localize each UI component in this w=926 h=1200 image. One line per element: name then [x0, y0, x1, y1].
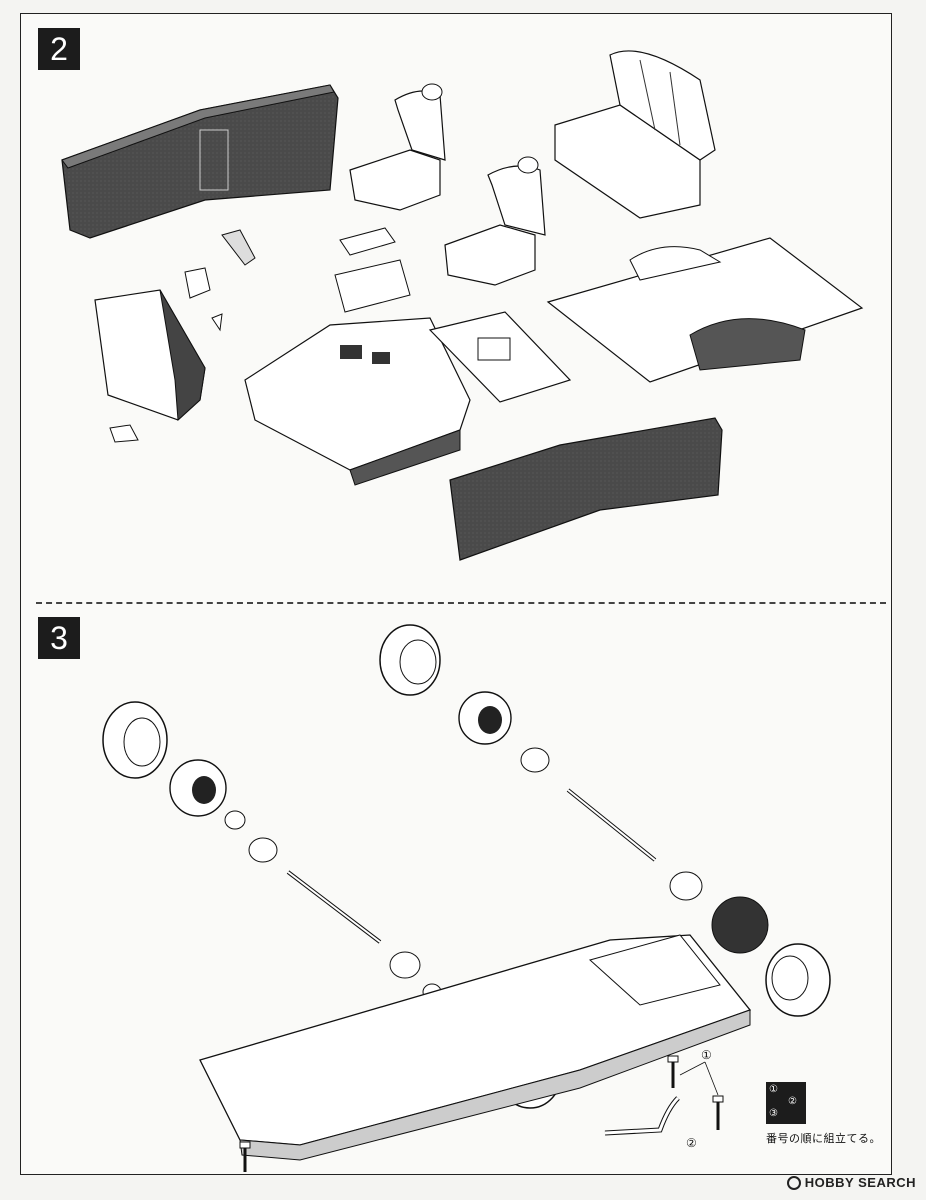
rear-floor-plate [546, 237, 864, 383]
front-axle-assembly [379, 624, 831, 1017]
screw-parts [239, 1055, 724, 1172]
chassis-floor [199, 934, 752, 1161]
front-floor-tub [244, 317, 471, 486]
front-seat-left [349, 83, 446, 211]
step-3-badge: 3 [38, 617, 80, 659]
legend-text: 番号の順に組立てる。 [766, 1133, 881, 1145]
step-2-badge: 2 [38, 28, 80, 70]
assembly-order-legend: ① ② ③ 番号の順に組立てる。 [766, 1082, 886, 1146]
small-bracket-parts [109, 227, 411, 443]
legend-number-2: ② [788, 1096, 797, 1107]
left-side-panel [61, 84, 339, 239]
step-divider [36, 602, 886, 604]
center-floor-plate [428, 311, 572, 403]
front-seat-right [444, 156, 546, 286]
assembly-order-icon: ① ② ③ [766, 1082, 806, 1124]
watermark-logo-icon [786, 1176, 801, 1190]
dashboard [94, 289, 206, 422]
rod-callout-number: ② [686, 1136, 697, 1150]
rear-bench-seat [554, 50, 716, 219]
legend-number-1: ① [769, 1084, 778, 1095]
watermark: HOBBY SEARCH [786, 1175, 916, 1190]
watermark-text: HOBBY SEARCH [804, 1175, 916, 1190]
tow-rod-part [604, 1096, 680, 1136]
legend-number-3: ③ [769, 1108, 778, 1119]
right-side-panel [449, 417, 723, 561]
screw-callout-number: ① [701, 1048, 712, 1062]
